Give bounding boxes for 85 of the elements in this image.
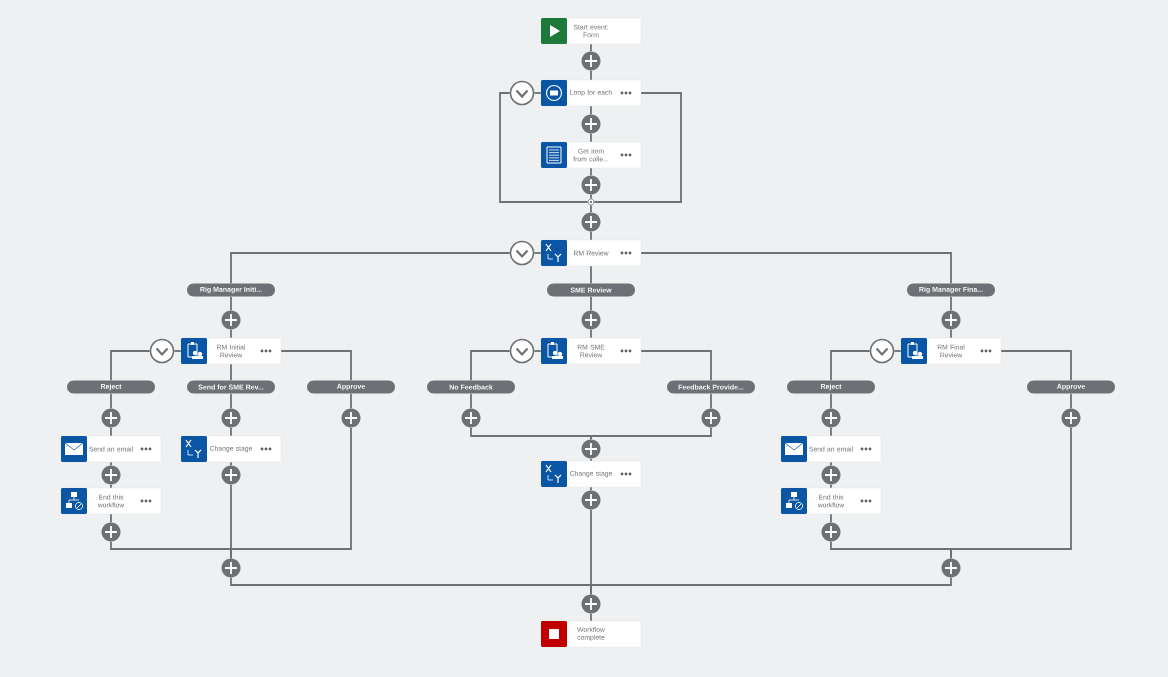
connector-line [590,230,592,241]
connector-line [470,350,511,382]
connector-line [110,392,112,410]
connector-line [1070,392,1072,410]
connector-line [110,483,112,489]
connector-line [590,612,592,622]
connector-line [499,92,589,203]
connector-line [830,461,832,467]
connector-line [350,392,352,410]
add-button [101,408,121,428]
connector-line [590,167,592,177]
collapse-button [869,338,895,364]
connector-line [830,513,832,524]
connector-line [230,252,511,285]
connector-line [280,350,352,382]
connector-line [230,461,232,467]
add-button [581,114,601,134]
connector-line [230,295,232,312]
connector-line [590,508,592,596]
connector-line [230,426,232,437]
connector-line [230,328,232,339]
connector-line [230,363,232,382]
add-button [581,310,601,330]
add-button [581,490,601,510]
add-button [221,558,241,578]
collapse-button [509,80,535,106]
collapse-button [509,338,535,364]
add-button [821,465,841,485]
connector-line [110,513,112,524]
connector-line [533,92,542,94]
connector-line [533,350,542,352]
connector-line [830,350,871,382]
connector-line [710,392,712,410]
loop-junction-icon [587,198,595,206]
add-button [581,439,601,459]
connector-line [830,426,832,437]
connector-line [470,392,472,410]
connector-line [110,461,112,467]
connector-line [590,486,592,492]
add-button [581,175,601,195]
add-button [581,594,601,614]
collapse-button [509,240,535,266]
connector-line [590,295,592,312]
add-button [581,51,601,71]
collapse-button [149,338,175,364]
connector-line [1000,350,1072,382]
connector-line [590,43,592,53]
add-button [701,408,721,428]
connector-line [640,350,712,382]
connector-line [590,193,592,200]
add-button [941,558,961,578]
add-button [821,522,841,542]
connector-line [590,457,592,462]
add-button [461,408,481,428]
add-button [1061,408,1081,428]
connector-line [230,426,352,560]
connector-line [950,328,952,339]
add-button [101,465,121,485]
add-button [101,522,121,542]
connector-line [593,92,682,203]
connector-line [590,105,592,116]
connector-line [173,350,182,352]
connector-line [110,350,151,382]
add-button [221,408,241,428]
connector-line [640,252,952,285]
add-button [221,465,241,485]
add-button [581,212,601,232]
connector-line [590,328,592,339]
add-button [821,408,841,428]
connector-line [893,350,902,352]
add-button [941,310,961,330]
connector-line [830,392,832,410]
connector-line [590,69,592,81]
connector-line [110,426,112,437]
connector-line [590,426,712,441]
add-button [341,408,361,428]
connector-line [590,204,592,214]
connector-line [950,295,952,312]
connector-line [533,252,542,254]
connector-line [590,265,592,285]
connector-line [830,483,832,489]
connector-line [950,426,1072,560]
add-button [221,310,241,330]
connector-line [230,392,232,410]
connector-line [590,132,592,143]
